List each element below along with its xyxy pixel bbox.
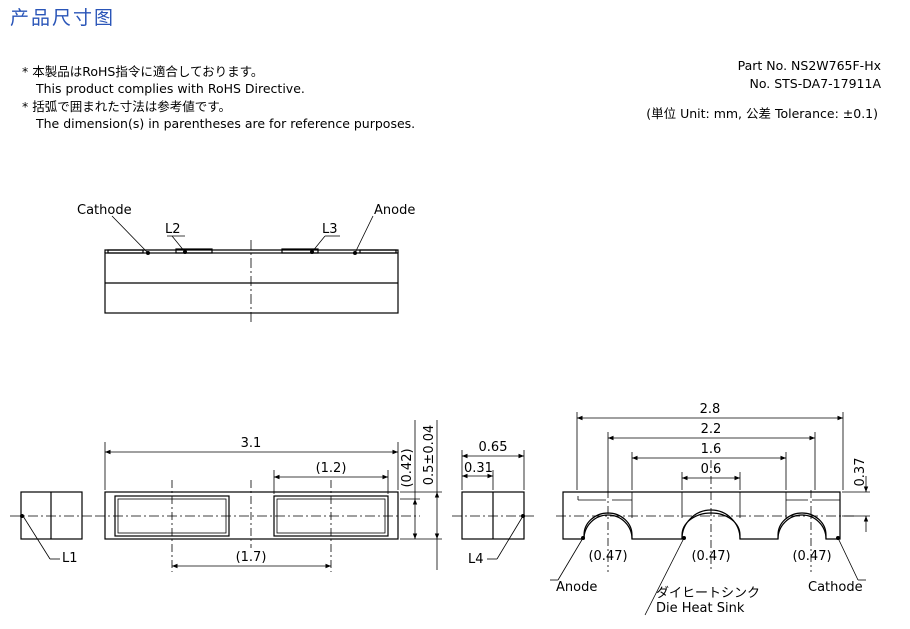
part-number: Part No. NS2W765F-Hx [737,58,881,73]
dim-depth: 0.65 [479,440,508,455]
units-tolerance: (単位 Unit: mm, 公差 Tolerance: ±0.1) [646,106,878,121]
heat-sink-label-en: Die Heat Sink [656,601,745,616]
top-anode-label: Anode [374,203,415,218]
bottom-cathode-label: Cathode [808,580,863,595]
top-view-dots [146,250,357,255]
front-view-body [104,491,399,540]
dim-radius-left: (0.47) [588,549,627,564]
top-view-electrode-left [107,249,144,254]
document-number: No. STS-DA7-17911A [749,76,881,91]
top-view [104,215,399,322]
dim-pad-spacing: (1.7) [236,550,267,565]
rohs-note-en: This product complies with RoHS Directiv… [36,81,305,96]
top-l2-label: L2 [165,222,181,237]
dim-depth-part: 0.31 [464,461,493,476]
dim-radius-center: (0.47) [691,549,730,564]
front-view [95,420,442,572]
top-view-pad-left [175,248,213,254]
bottom-anode-label: Anode [556,580,597,595]
dim-pad-width: (1.2) [316,461,347,476]
heat-sink-label-jp: ダイヒートシンク [656,586,760,601]
top-view-pad-right [281,248,319,254]
bottom-view-dots [581,536,840,540]
dim-bottom-1-6: 1.6 [701,442,722,457]
top-l3-label: L3 [322,222,338,237]
top-cathode-label: Cathode [77,203,132,218]
top-view-strip [104,249,399,253]
reference-note-jp: * 括弧で囲まれた寸法は参考値です。 [22,99,231,114]
rohs-note-jp: * 本製品はRoHS指令に適合しております。 [22,64,264,79]
bottom-view-body [562,491,841,540]
dim-width: 3.1 [241,436,262,451]
dim-bottom-0-6: 0.6 [701,462,722,477]
reference-note-en: The dimension(s) in parentheses are for … [36,116,416,131]
dim-bottom-2-2: 2.2 [701,422,722,437]
page-title: 产品尺寸图 [10,7,116,29]
dim-bottom-2-8: 2.8 [700,402,721,417]
l4-label: L4 [468,552,484,567]
bottom-view [550,412,870,616]
end-view-left [10,491,95,560]
top-view-electrode-right [359,249,397,254]
dim-bottom-height: 0.37 [853,458,868,487]
dim-radius-right: (0.47) [792,549,831,564]
l1-label: L1 [62,551,78,566]
dim-height: 0.5±0.04 [422,425,437,486]
dim-height-ref: (0.42) [400,448,415,487]
